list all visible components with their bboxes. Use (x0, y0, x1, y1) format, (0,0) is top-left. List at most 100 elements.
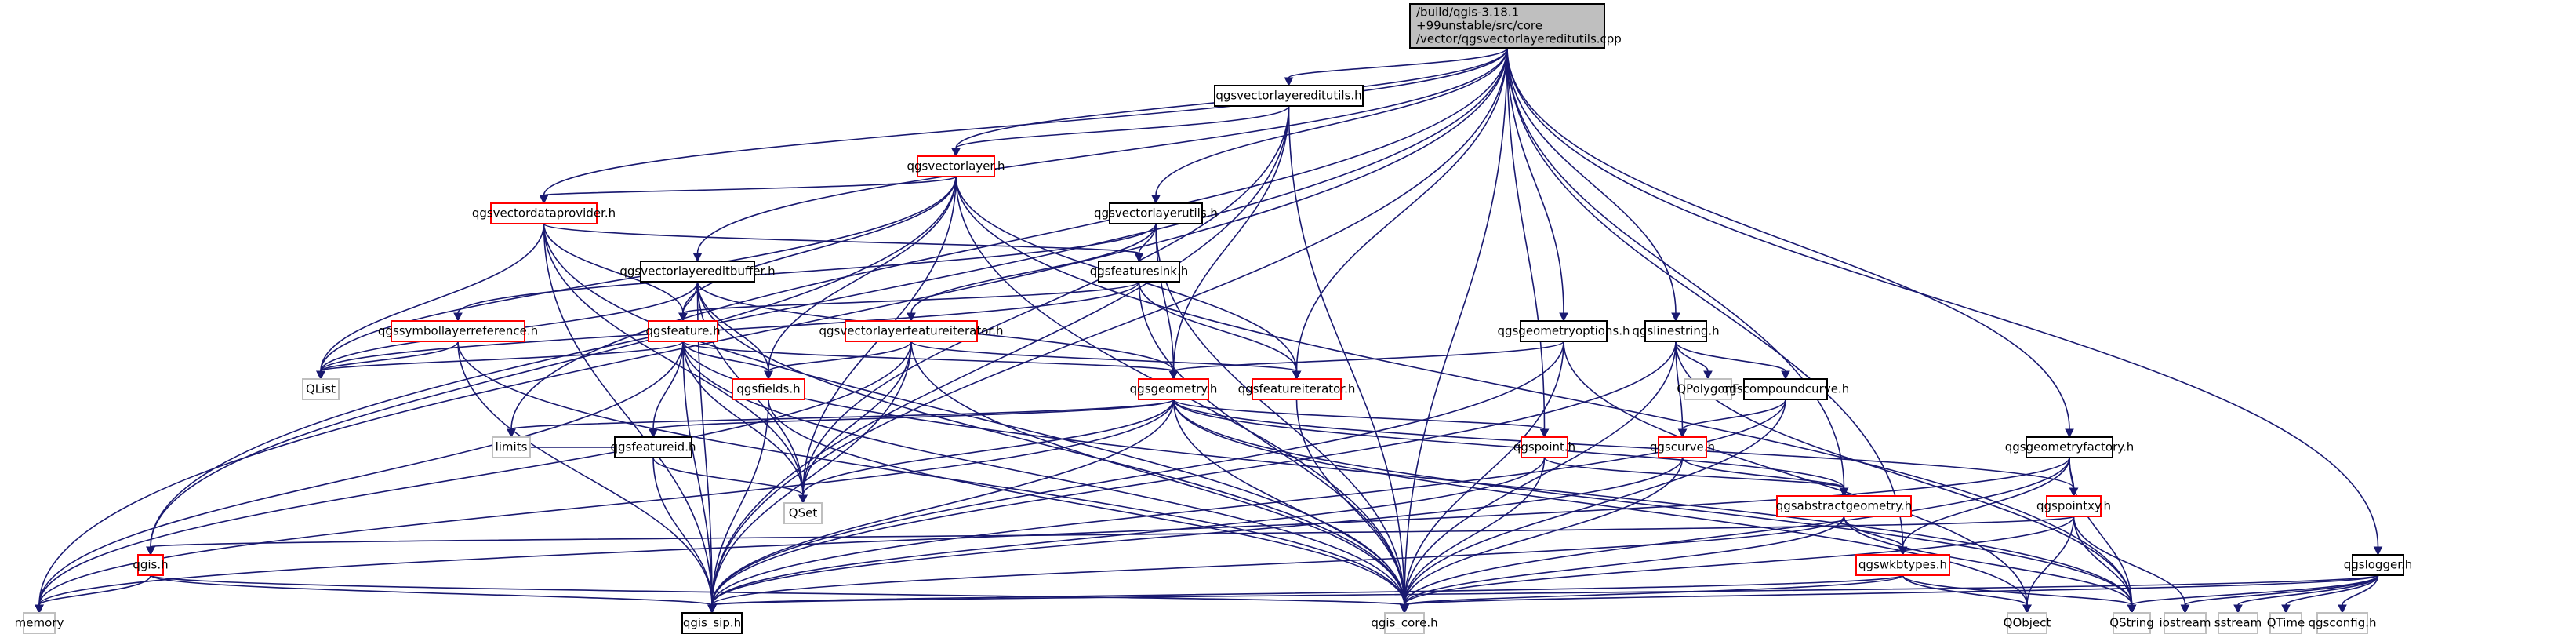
edge-qgscompoundcurve-h-to-qgis-sip-h (711, 399, 1786, 606)
node-label: qgsgeometryoptions.h (1497, 324, 1630, 338)
node-qgis-sip-h[interactable]: qgis_sip.h (681, 612, 743, 634)
node-label: qgsvectorlayer.h (907, 159, 1005, 173)
edge-qgsgeometry-h-to-qgsabstractgeometry-h (1172, 399, 1845, 489)
node-qgsvectorlayer-h[interactable]: qgsvectorlayer.h (907, 155, 1005, 177)
node-qlist: QList (302, 378, 340, 400)
arrowhead-icon (1151, 195, 1161, 205)
edge-qgsfeaturesink-h-to-qgsfeature-h (682, 281, 1140, 314)
node-qpolygonf: QPolygonF (1677, 378, 1739, 400)
edge-qgscompoundcurve-h-to-qgscurve-h (1681, 399, 1786, 430)
arrowhead-icon (2127, 604, 2137, 614)
edge-qgsgeometry-h-to-limits (510, 399, 1175, 430)
node-qgsvectorlayerfeatureiterator-h[interactable]: qgsvectorlayerfeatureiterator.h (819, 320, 1004, 342)
node-label: iostream (2160, 616, 2211, 630)
node-sstream: sstream (2214, 612, 2262, 634)
node-label: qgslinestring.h (1632, 324, 1719, 338)
node-box (2026, 436, 2113, 458)
node-limits: limits (492, 436, 531, 458)
node-qgsabstractgeometry-h[interactable]: qgsabstractgeometry.h (1776, 495, 1913, 517)
node-qgscurve-h[interactable]: qgscurve.h (1650, 436, 1715, 458)
node-qgsvectordataprovider-h[interactable]: qgsvectordataprovider.h (472, 202, 616, 224)
node-box (648, 320, 718, 342)
node-box (732, 378, 805, 400)
edge-qgsfeature-h-to-qgsfields-h (682, 341, 769, 372)
edge-qgsgeometry-h-to-memory (38, 399, 1175, 606)
node-qgsfeaturesink-h[interactable]: qgsfeaturesink.h (1090, 261, 1188, 283)
edge-root-to-qgsgeometryoptions-h (1506, 47, 1564, 314)
node-qgis-h[interactable]: qgis.h (133, 554, 169, 576)
node-memory: memory (15, 612, 64, 634)
node-qgsvectorlayereditbuffer-h[interactable]: qgsvectorlayereditbuffer.h (619, 261, 776, 283)
node-box (1384, 612, 1425, 634)
node-qgsfeatureid-h[interactable]: qgsfeatureid.h (611, 436, 696, 458)
node-label: qgsgeometry.h (1130, 382, 1218, 396)
arrowhead-icon (539, 195, 549, 205)
node-label: qgsvectorlayereditbuffer.h (619, 264, 775, 279)
node-qgsgeometry-h[interactable]: qgsgeometry.h (1130, 378, 1218, 400)
node-qgsvectorlayereditutils-h[interactable]: qgsvectorlayereditutils.h (1214, 85, 1364, 107)
edge-qgssymbollayerreference-h-to-qgis-core-h (457, 341, 1405, 606)
node-box (2316, 612, 2368, 634)
node-label: qgspointxy.h (2036, 499, 2111, 513)
node-qgslinestring-h[interactable]: qgslinestring.h (1632, 320, 1720, 342)
edge-qgsvectorlayer-h-to-qgsvectordataprovider-h (543, 176, 957, 196)
node-label: qgsabstractgeometry.h (1776, 499, 1913, 513)
edge-qgsvectorlayerfeatureiterator-h-to-qgsfeatureiterator-h (910, 341, 1298, 372)
node-box (681, 612, 743, 634)
arrowhead-icon (2065, 428, 2074, 439)
node-layer: /build/qgis-3.18.1+99unstable/src/core/v… (15, 3, 2413, 634)
edge-qgsfeatureid-h-to-qset (652, 457, 804, 496)
edge-root-to-qgslogger-h (1506, 47, 2379, 548)
arrowhead-icon (1677, 428, 1688, 439)
node-label: qgsfeature.h (645, 324, 720, 338)
edge-root-to-limits (510, 47, 1508, 430)
edge-qgsfields-h-to-qgis-core-h (768, 399, 1405, 606)
node-qgsfeature-h[interactable]: qgsfeature.h (645, 320, 721, 342)
node-box (845, 320, 978, 342)
arrowhead-icon (1284, 77, 1294, 87)
node-qgspointxy-h[interactable]: qgspointxy.h (2036, 495, 2111, 517)
arrowhead-icon (2338, 604, 2347, 614)
edge-qgsgeometry-h-to-qset (802, 399, 1175, 496)
node-qgsfields-h[interactable]: qgsfields.h (732, 378, 805, 400)
edge-qgsvectorlayereditutils-h-to-qgis-sip-h (711, 105, 1290, 606)
node-qgslogger-h[interactable]: qgslogger.h (2344, 554, 2413, 576)
edge-qgsfeaturesink-h-to-qgsfeatureiterator-h (1138, 281, 1298, 372)
edge-qgswkbtypes-h-to-qstring (1902, 574, 2133, 606)
edge-qgslogger-h-to-qgis-core-h (1404, 574, 2379, 606)
root-file-node[interactable]: /build/qgis-3.18.1+99unstable/src/core/v… (1409, 3, 1622, 49)
node-label: /vector/qgsvectorlayereditutils.cpp (1416, 32, 1622, 46)
node-label: limits (496, 440, 528, 454)
node-qgsgeometryfactory-h[interactable]: qgsgeometryfactory.h (2005, 436, 2135, 458)
node-box (2218, 612, 2258, 634)
node-qgsfeatureiterator-h[interactable]: qgsfeatureiterator.h (1238, 378, 1356, 400)
edge-qgsfeature-h-to-qlist (320, 341, 684, 372)
node-label: qgsvectorlayerutils.h (1094, 206, 1218, 221)
edge-layer (35, 47, 2383, 614)
arrowhead-icon (1671, 312, 1680, 323)
node-box (2164, 612, 2207, 634)
edge-qgslogger-h-to-sstream (2237, 574, 2379, 606)
node-qgswkbtypes-h[interactable]: qgswkbtypes.h (1855, 554, 1950, 576)
node-label: qgspoint.h (1513, 440, 1575, 454)
node-label: qgis.h (133, 558, 168, 572)
arrowhead-icon (2373, 546, 2383, 556)
arrowhead-icon (1292, 370, 1302, 381)
arrowhead-icon (2281, 604, 2291, 614)
edge-qgsgeometry-h-to-qgis-core-h (1172, 399, 1405, 606)
edge-qgsgeometryfactory-h-to-qstring (2069, 457, 2133, 606)
node-qgsgeometryoptions-h[interactable]: qgsgeometryoptions.h (1497, 320, 1630, 342)
node-qgssymbollayerreference-h[interactable]: qgssymbollayerreference.h (378, 320, 538, 342)
edge-qgsfeature-h-to-qgsgeometry-h (682, 341, 1175, 372)
node-label: qgsfeatureiterator.h (1238, 382, 1356, 396)
edge-root-to-qgsvectorlayereditutils-h (1288, 47, 1508, 78)
node-label: /build/qgis-3.18.1 (1416, 5, 1519, 20)
node-qset: QSet (783, 502, 823, 524)
node-qgscompoundcurve-h[interactable]: qgscompoundcurve.h (1722, 378, 1849, 400)
node-qgspoint-h[interactable]: qgspoint.h (1513, 436, 1575, 458)
edge-qgswkbtypes-h-to-qgis-sip-h (711, 574, 1904, 606)
arrowhead-icon (1703, 370, 1713, 381)
node-box (1098, 261, 1180, 283)
node-label: QSet (789, 506, 818, 520)
node-qgsvectorlayerutils-h[interactable]: qgsvectorlayerutils.h (1094, 202, 1218, 224)
